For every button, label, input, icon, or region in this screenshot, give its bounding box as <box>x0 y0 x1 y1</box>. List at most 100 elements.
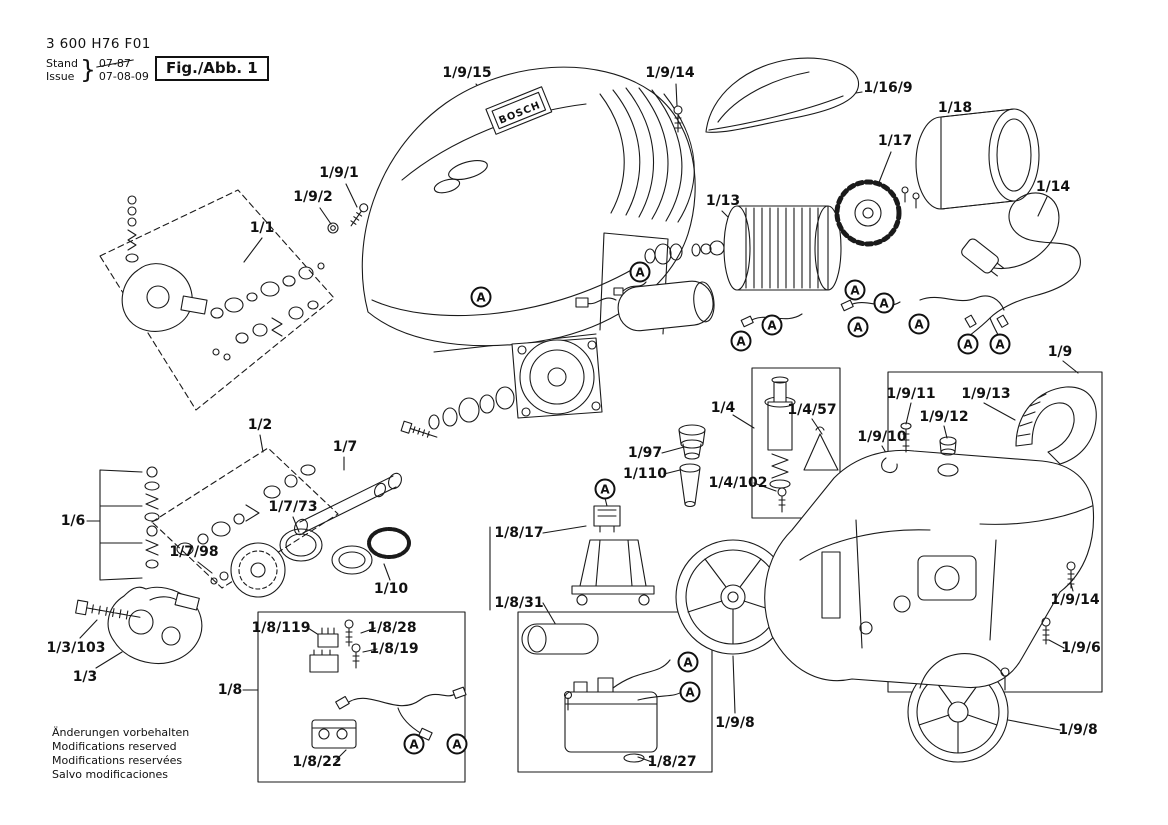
cylinder-1-8-31 <box>521 623 599 655</box>
dashed-boxes <box>99 189 339 589</box>
part-label-1-9-11: 1/9/11 <box>886 386 936 402</box>
chassis-1-9 <box>764 449 1095 689</box>
part-label-1-18: 1/18 <box>937 100 973 116</box>
part-label-1-13: 1/13 <box>705 193 741 209</box>
tank-1-8-27 <box>563 659 684 763</box>
marker-a-3: A <box>730 330 752 352</box>
part-label-1-9-8: 1/9/8 <box>1058 722 1098 738</box>
part-label-1-7-73: 1/7/73 <box>268 499 318 515</box>
valve-chain-2 <box>235 300 319 344</box>
brace-glyph: } <box>80 55 96 84</box>
o-ring-1-7-73 <box>279 528 323 562</box>
part-label-1-9-10: 1/9/10 <box>857 429 907 445</box>
marker-a-6: A <box>873 292 895 314</box>
small-parts-1-6 <box>144 466 160 569</box>
modifications-note: Änderungen vorbehalten Modifications res… <box>52 726 189 782</box>
motor <box>691 205 842 291</box>
washer-1-9-2 <box>327 222 339 234</box>
bracket-1-6 <box>86 469 143 581</box>
valve-1-4 <box>764 376 796 489</box>
part-label-1-2: 1/2 <box>247 417 273 433</box>
frame-lines <box>599 232 669 335</box>
part-label-1-6: 1/6 <box>60 513 86 529</box>
part-label-1-8-31: 1/8/31 <box>494 595 544 611</box>
part-label-1-8-27: 1/8/27 <box>647 754 697 770</box>
screw-1-9-11 <box>900 422 912 453</box>
part-label-1-8: 1/8 <box>217 682 243 698</box>
part-label-1-17: 1/17 <box>877 133 913 149</box>
part-label-1-4-57: 1/4/57 <box>787 402 837 418</box>
bearing-stack <box>644 243 683 265</box>
piston-chain-1-2 <box>176 464 316 556</box>
stand-value: 07-87 <box>98 56 131 70</box>
part-label-1-9-15: 1/9/15 <box>442 65 492 81</box>
part-label-1-97: 1/97 <box>627 445 663 461</box>
rotor-1-7-98 <box>210 542 286 598</box>
issue-label: Issue <box>46 69 75 83</box>
part-label-1-8-19: 1/8/19 <box>369 641 419 657</box>
marker-a-10: A <box>989 333 1011 355</box>
screw-1-9-1 <box>350 203 369 227</box>
switch-1-8-22 <box>311 719 357 749</box>
drum <box>915 108 1040 210</box>
capacitor <box>617 280 715 332</box>
screw-1-9-6 <box>1041 617 1051 645</box>
wire-clip-1-4-57 <box>803 426 839 471</box>
part-label-1-7: 1/7 <box>332 439 358 455</box>
figure-label: Fig./Abb. 1 <box>155 56 269 81</box>
issue-block: Stand Issue } 07-87 07-08-09 <box>46 55 151 84</box>
piston-rod-1-7 <box>294 472 402 536</box>
marker-a-15: A <box>446 733 468 755</box>
part-label-1-9-13: 1/9/13 <box>961 386 1011 402</box>
part-label-1-14: 1/14 <box>1035 179 1071 195</box>
part-label-1-9-2: 1/9/2 <box>293 189 333 205</box>
wires <box>740 295 1009 328</box>
screw-1-4-102 <box>777 487 787 513</box>
part-label-1-8-119: 1/8/119 <box>251 620 311 636</box>
part-number: 3 600 H76 F01 <box>46 36 151 52</box>
top-cover <box>705 57 860 133</box>
shaft-washers <box>400 386 515 438</box>
fan-screws <box>901 186 920 209</box>
coupling-1-97 <box>678 424 706 460</box>
pump-flange <box>511 337 603 419</box>
switch-1-8-17 <box>593 505 621 533</box>
part-label-1-4: 1/4 <box>710 400 736 416</box>
seal-rings-1-10 <box>331 527 411 575</box>
part-label-1-8-22: 1/8/22 <box>292 754 342 770</box>
part-label-1-9: 1/9 <box>1047 344 1073 360</box>
part-label-1-3: 1/3 <box>72 669 98 685</box>
title-block: 3 600 H76 F01 Stand Issue } 07-87 07-08-… <box>46 36 151 84</box>
part-label-1-110: 1/110 <box>622 466 668 482</box>
part-label-1-9-14: 1/9/14 <box>645 65 695 81</box>
marker-a-13: A <box>679 681 701 703</box>
screw-1-8-19 <box>351 643 361 669</box>
issue-value: 07-08-09 <box>98 69 149 83</box>
power-cord-1-14 <box>961 192 1081 340</box>
marker-a-14: A <box>403 733 425 755</box>
valve-head-assembly <box>121 195 325 361</box>
part-label-1-3-103: 1/3/103 <box>46 640 106 656</box>
electrics-1-8 <box>309 619 467 749</box>
pump-block-1-3 <box>107 586 203 665</box>
housing-cover: BOSCH <box>361 66 696 347</box>
note-line-en: Modifications reserved <box>52 740 177 753</box>
handle-1-9-13 <box>1015 386 1097 465</box>
cap-1-9-12 <box>939 436 957 456</box>
part-label-1-1: 1/1 <box>249 220 275 236</box>
nozzle-1-110 <box>679 463 701 508</box>
bolt-1-3-103 <box>75 599 141 620</box>
marker-a-9: A <box>957 333 979 355</box>
part-label-1-8-17: 1/8/17 <box>494 525 544 541</box>
marker-a-4: A <box>761 314 783 336</box>
cable-harness <box>335 686 467 741</box>
part-label-1-9-14: 1/9/14 <box>1050 592 1100 608</box>
screw-1-8-28 <box>344 619 354 647</box>
screw-1-9-14-right <box>1066 561 1076 589</box>
note-line-de: Änderungen vorbehalten <box>52 726 190 739</box>
marker-a-12: A <box>677 651 699 673</box>
float-body-1-8-17 <box>571 539 655 606</box>
part-label-1-9-1: 1/9/1 <box>319 165 359 181</box>
marker-a-7: A <box>847 316 869 338</box>
